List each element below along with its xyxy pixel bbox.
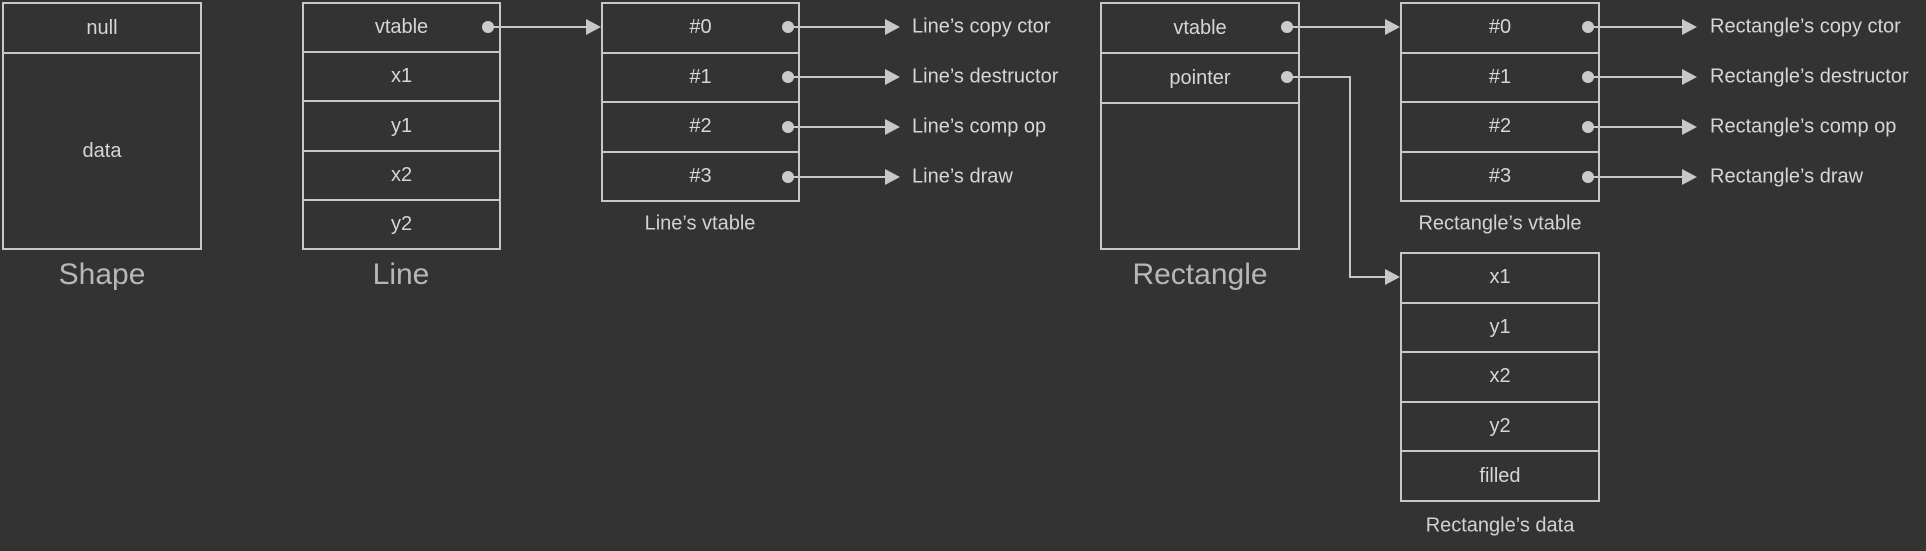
rectangle-vtable-slot-1: #1	[1402, 54, 1598, 103]
shape-null-cell: null	[4, 4, 200, 54]
shape-object-box: null data	[2, 2, 202, 250]
line-vtable-cell: vtable	[304, 4, 499, 54]
line-vtable-box: #0 #1 #2 #3	[601, 2, 800, 202]
rectangle-data-x2-cell: x2	[1402, 353, 1598, 403]
rectangle-vtable-slot-2: #2	[1402, 103, 1598, 153]
line-x2-cell: x2	[304, 152, 499, 201]
rectangle-data-y1-cell: y1	[1402, 304, 1598, 354]
rectangle-empty-cell	[1102, 104, 1298, 248]
rectangle-comp-op-label: Rectangle’s comp op	[1710, 115, 1897, 138]
line-slot2-arrowhead-icon	[885, 119, 900, 135]
line-destructor-label: Line’s destructor	[912, 65, 1059, 88]
rect-slot2-arrowhead-icon	[1682, 119, 1697, 135]
shape-title: Shape	[58, 258, 146, 291]
rectangle-pointer-cell: pointer	[1102, 54, 1298, 104]
line-vtable-slot-2: #2	[603, 103, 798, 153]
line-vtable-caption: Line’s vtable	[644, 212, 756, 235]
rectangle-destructor-label: Rectangle’s destructor	[1710, 65, 1909, 88]
rect-slot3-arrowhead-icon	[1682, 169, 1697, 185]
rectangle-vtable-slot-3: #3	[1488, 164, 1512, 187]
rectangle-data-box: x1 y1 x2 y2 filled	[1400, 252, 1600, 502]
rectangle-object-box: vtable pointer	[1100, 2, 1300, 250]
line-draw-label: Line’s draw	[912, 165, 1013, 188]
rectangle-vtable-slot-0: #0	[1402, 4, 1598, 54]
rectangle-data-filled-cell: filled	[1479, 464, 1521, 487]
line-vtable-slot-1: #1	[603, 54, 798, 103]
line-y1-cell: y1	[304, 102, 499, 152]
shape-data-cell: data	[82, 139, 122, 162]
rectangle-title: Rectangle	[1132, 258, 1268, 291]
line-title: Line	[372, 258, 430, 291]
rectangle-vtable-cell: vtable	[1102, 4, 1298, 54]
rect-vtable-arrowhead-icon	[1385, 19, 1400, 35]
rect-slot1-arrowhead-icon	[1682, 69, 1697, 85]
line-comp-op-label: Line’s comp op	[912, 115, 1047, 138]
line-x1-cell: x1	[304, 53, 499, 103]
line-slot3-arrowhead-icon	[885, 169, 900, 185]
rectangle-data-y2-cell: y2	[1402, 403, 1598, 453]
line-slot1-arrowhead-icon	[885, 69, 900, 85]
line-copy-ctor-label: Line’s copy ctor	[912, 15, 1051, 38]
line-y2-cell: y2	[390, 212, 413, 235]
rectangle-vtable-box: #0 #1 #2 #3	[1400, 2, 1600, 202]
rectangle-data-x1-cell: x1	[1402, 254, 1598, 304]
rect-slot0-arrowhead-icon	[1682, 19, 1697, 35]
rect-data-pointer-line	[1287, 76, 1387, 278]
rectangle-copy-ctor-label: Rectangle’s copy ctor	[1710, 15, 1901, 38]
rectangle-data-caption: Rectangle’s data	[1425, 514, 1575, 537]
rect-data-arrowhead-icon	[1385, 269, 1400, 285]
line-slot0-arrowhead-icon	[885, 19, 900, 35]
line-vtable-arrowhead-icon	[586, 19, 601, 35]
line-vtable-slot-3: #3	[689, 164, 712, 187]
rectangle-vtable-caption: Rectangle’s vtable	[1418, 212, 1582, 235]
line-vtable-slot-0: #0	[603, 4, 798, 54]
rectangle-draw-label: Rectangle’s draw	[1710, 165, 1864, 188]
line-object-box: vtable x1 y1 x2 y2	[302, 2, 501, 250]
